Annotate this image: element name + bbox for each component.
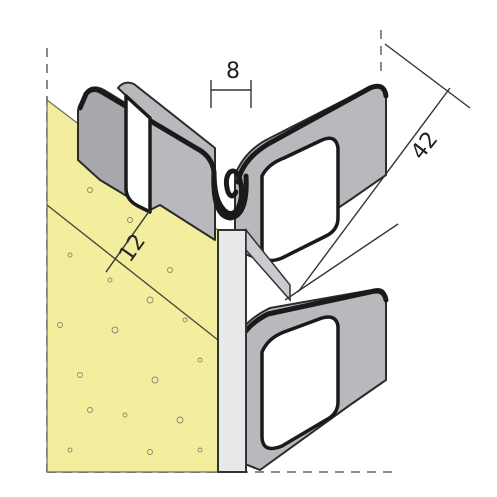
plaster-specks (57, 187, 203, 455)
left-wing-slot (124, 94, 152, 214)
dimension-width-label: 8 (226, 59, 240, 84)
left-wing (77, 81, 217, 241)
plaster-depth-line (46, 204, 219, 341)
dimension-leg-label: 42 (406, 127, 443, 164)
right-wing-upper (234, 83, 389, 263)
dimension-width: 8 (210, 59, 252, 108)
right-lower-slot (260, 315, 340, 451)
right-wing-lower (234, 288, 389, 471)
corner-nose-profile (211, 168, 291, 473)
